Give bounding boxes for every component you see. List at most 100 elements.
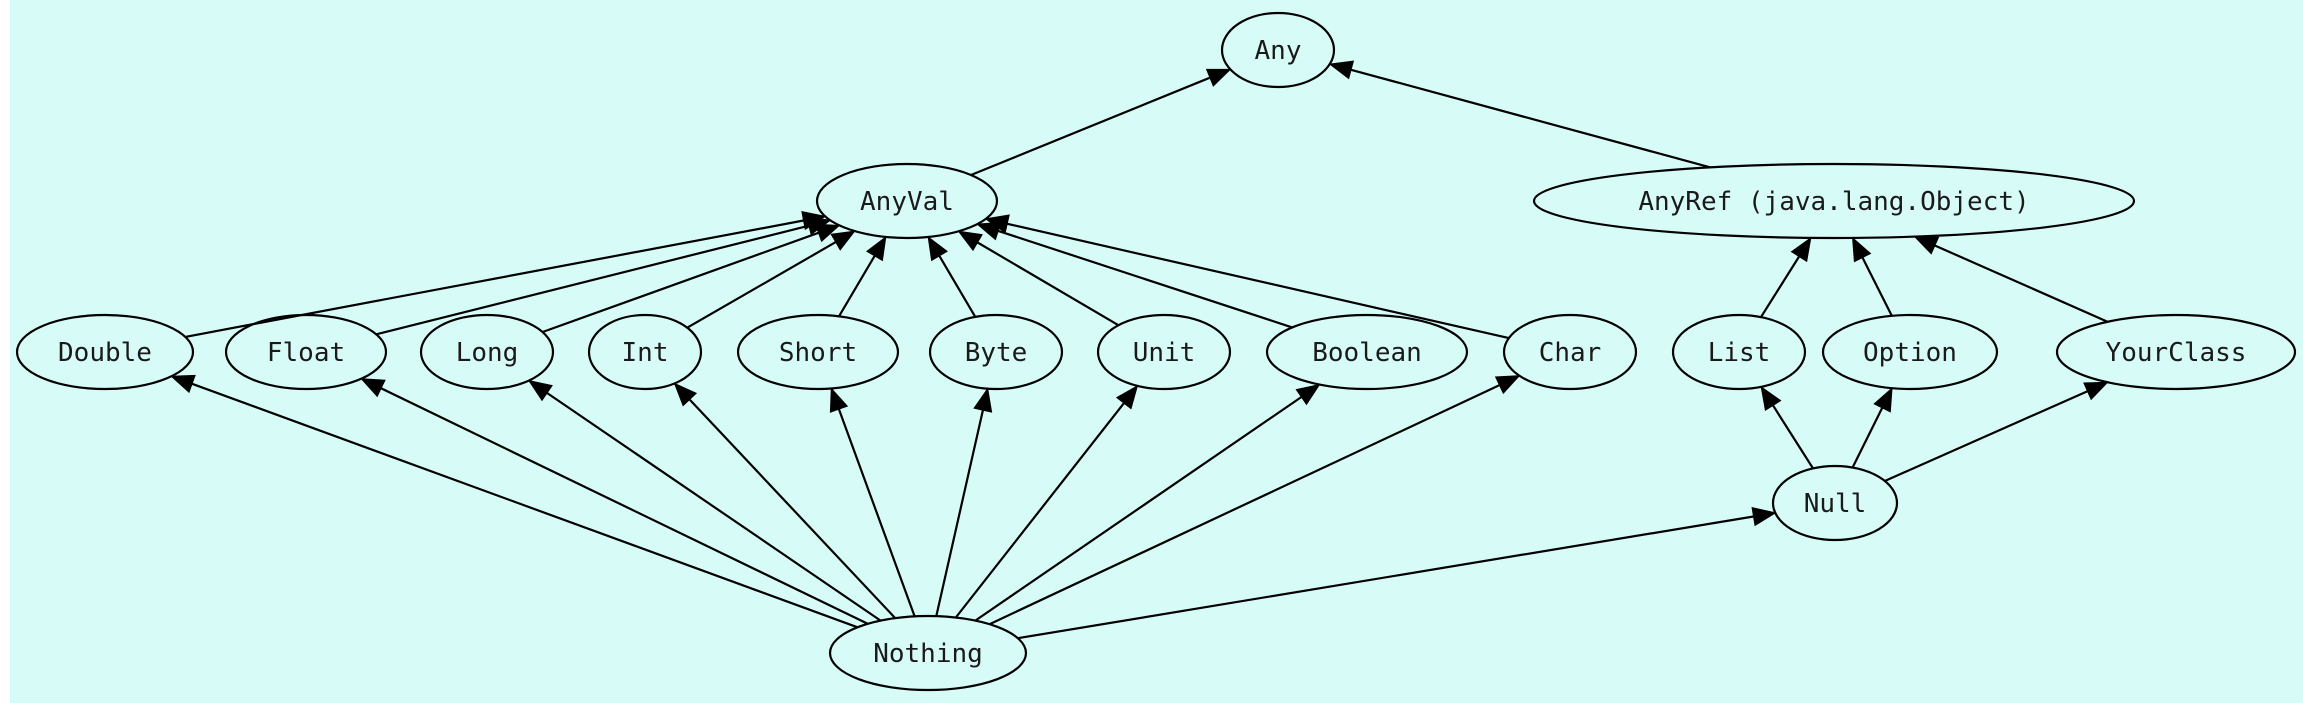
edge-boolean-to-anyval <box>976 221 1293 329</box>
arrowhead-icon <box>1751 506 1777 527</box>
edge-line <box>1884 390 2088 483</box>
arrowhead-icon <box>2083 381 2109 401</box>
edge-yourclass-to-anyref <box>1913 236 2108 323</box>
node-char: Char <box>1502 313 1638 391</box>
edge-nothing-to-unit <box>954 384 1139 619</box>
edge-line <box>686 241 837 329</box>
edge-nothing-to-float <box>360 378 869 625</box>
node-label: Double <box>58 338 152 368</box>
node-float: Float <box>224 313 388 391</box>
edge-line <box>1006 222 1510 340</box>
edge-line <box>954 402 1125 619</box>
node-ellipse <box>1220 11 1336 89</box>
edge-line <box>1350 68 1711 169</box>
edge-short-to-anyval <box>838 235 887 317</box>
node-label: Float <box>267 338 345 368</box>
edge-char-to-anyval <box>984 214 1510 340</box>
node-list: List <box>1671 313 1807 391</box>
node-ellipse <box>224 313 388 391</box>
node-label: AnyVal <box>860 187 954 217</box>
edge-nothing-to-byte <box>935 387 993 617</box>
node-ellipse <box>2055 313 2297 391</box>
edge-anyval-to-any <box>970 68 1232 177</box>
edge-nothing-to-char <box>989 375 1521 626</box>
arrowhead-icon <box>814 223 841 243</box>
node-ellipse <box>1096 313 1232 391</box>
node-anyval: AnyVal <box>815 162 999 240</box>
node-label: Boolean <box>1312 338 1422 368</box>
edge-line <box>837 408 916 617</box>
edge-nothing-to-int <box>673 382 897 619</box>
edge-line <box>376 224 810 336</box>
edge-line <box>185 219 804 338</box>
edge-line <box>997 229 1293 329</box>
arrowhead-icon <box>829 387 849 413</box>
arrowhead-icon <box>1295 383 1321 406</box>
edge-line <box>1851 407 1884 468</box>
edge-line <box>935 409 984 617</box>
edge-line <box>977 241 1119 327</box>
node-label: Long <box>456 338 519 368</box>
node-short: Short <box>736 313 900 391</box>
arrowhead-icon <box>1760 385 1782 412</box>
node-ellipse <box>419 313 555 391</box>
edge-line <box>970 76 1211 177</box>
arrowhead-icon <box>927 235 948 262</box>
edge-line <box>546 392 882 622</box>
edge-int-to-anyval <box>686 230 856 329</box>
node-label: Nothing <box>873 639 983 669</box>
edge-unit-to-anyval <box>957 230 1119 327</box>
edge-line <box>688 398 897 619</box>
node-label: AnyRef (java.lang.Object) <box>1638 187 2029 217</box>
node-null: Null <box>1771 464 1899 542</box>
edge-line <box>1861 257 1893 317</box>
edge-nothing-to-short <box>829 387 916 617</box>
edge-list-to-anyref <box>1760 236 1812 318</box>
arrowhead-icon <box>527 379 553 402</box>
arrowhead-icon <box>673 382 698 407</box>
node-ellipse <box>587 313 703 391</box>
node-nothing: Nothing <box>828 614 1028 692</box>
edge-line <box>1934 244 2108 323</box>
edge-nothing-to-null <box>1017 506 1777 640</box>
edge-null-to-list <box>1760 385 1814 469</box>
edge-line <box>974 396 1303 622</box>
arrowhead-icon <box>957 230 983 252</box>
edge-line <box>938 255 977 318</box>
edge-line <box>838 255 876 317</box>
edge-null-to-yourclass <box>1884 381 2109 483</box>
edge-nothing-to-double <box>170 374 858 629</box>
node-label: Null <box>1804 489 1867 519</box>
edge-anyref-to-any <box>1328 60 1711 169</box>
node-label: Option <box>1863 338 1957 368</box>
node-label: Unit <box>1133 338 1196 368</box>
edge-option-to-anyref <box>1852 236 1893 317</box>
node-byte: Byte <box>928 313 1064 391</box>
node-ellipse <box>1671 313 1807 391</box>
node-label: List <box>1708 338 1771 368</box>
arrowhead-icon <box>976 221 1002 241</box>
arrowhead-icon <box>984 214 1010 234</box>
edge-line <box>380 387 869 625</box>
edge-layer <box>170 60 2109 640</box>
arrowhead-icon <box>170 374 196 394</box>
node-any: Any <box>1220 11 1336 89</box>
edge-line <box>1017 515 1754 640</box>
node-ellipse <box>828 614 1028 692</box>
node-boolean: Boolean <box>1265 313 1469 391</box>
edge-line <box>1760 255 1801 318</box>
node-yourclass: YourClass <box>2055 313 2297 391</box>
node-ellipse <box>815 162 999 240</box>
node-ellipse <box>1821 313 1999 391</box>
node-ellipse <box>1532 162 2136 240</box>
edge-null-to-option <box>1851 387 1893 468</box>
node-ellipse <box>736 313 900 391</box>
node-ellipse <box>1265 313 1469 391</box>
node-long: Long <box>419 313 555 391</box>
node-label: Any <box>1255 36 1302 66</box>
node-label: Short <box>779 338 857 368</box>
edge-line <box>989 384 1500 626</box>
edge-byte-to-anyval <box>927 235 977 318</box>
